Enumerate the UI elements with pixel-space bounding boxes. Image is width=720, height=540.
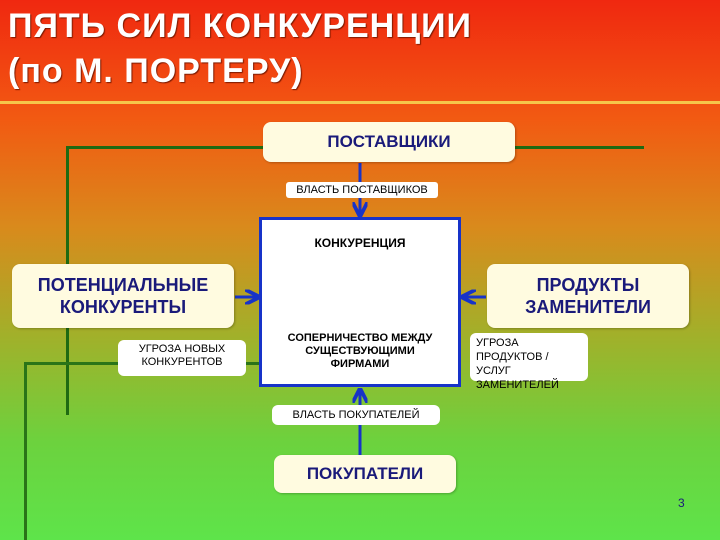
decorative-frame-left xyxy=(24,362,27,540)
center-desc-line2: СУЩЕСТВУЮЩИМИ xyxy=(305,345,415,357)
node-potential-competitors: ПОТЕНЦИАЛЬНЫЕ КОНКУРЕНТЫ xyxy=(12,264,234,328)
substitute-threat-line1: УГРОЗА xyxy=(476,337,519,349)
edge-label-buyer-power: ВЛАСТЬ ПОКУПАТЕЛЕЙ xyxy=(272,405,440,425)
title-divider xyxy=(0,101,720,104)
node-suppliers-label: ПОСТАВЩИКИ xyxy=(327,132,451,151)
substitute-threat-line2: ПРОДУКТОВ / УСЛУГ xyxy=(476,351,549,377)
center-desc-line3: ФИРМАМИ xyxy=(330,358,390,370)
node-substitutes: ПРОДУКТЫ ЗАМЕНИТЕЛИ xyxy=(487,264,689,328)
substitutes-line1: ПРОДУКТЫ xyxy=(536,275,640,295)
new-entrants-line2: КОНКУРЕНТОВ xyxy=(141,356,223,368)
edge-label-new-entrants: УГРОЗА НОВЫХ КОНКУРЕНТОВ xyxy=(118,340,246,376)
substitute-threat-line3: ЗАМЕНИТЕЛЕЙ xyxy=(476,379,559,391)
edge-label-substitute-threat: УГРОЗА ПРОДУКТОВ / УСЛУГ ЗАМЕНИТЕЛЕЙ xyxy=(470,333,588,391)
edge-label-supplier-power: ВЛАСТЬ ПОСТАВЩИКОВ xyxy=(286,182,438,198)
potential-line2: КОНКУРЕНТЫ xyxy=(59,297,187,317)
node-buyers-label: ПОКУПАТЕЛИ xyxy=(306,464,424,483)
potential-line1: ПОТЕНЦИАЛЬНЫЕ xyxy=(37,275,209,295)
center-title: КОНКУРЕНЦИЯ xyxy=(314,236,406,250)
page-number: 3 xyxy=(678,496,685,510)
node-buyers: ПОКУПАТЕЛИ xyxy=(274,455,456,493)
center-desc-line1: СОПЕРНИЧЕСТВО МЕЖДУ xyxy=(287,332,433,344)
supplier-power-text: ВЛАСТЬ ПОСТАВЩИКОВ xyxy=(296,184,428,196)
node-suppliers: ПОСТАВЩИКИ xyxy=(263,122,515,162)
slide-title-line1: ПЯТЬ СИЛ КОНКУРЕНЦИИ xyxy=(8,7,472,45)
center-rivalry-box: КОНКУРЕНЦИЯ СОПЕРНИЧЕСТВО МЕЖДУ СУЩЕСТВУ… xyxy=(259,217,461,387)
substitutes-line2: ЗАМЕНИТЕЛИ xyxy=(525,297,651,317)
slide-title-line2: (по М. ПОРТЕРУ) xyxy=(8,52,304,90)
new-entrants-line1: УГРОЗА НОВЫХ xyxy=(138,343,226,355)
center-description: СОПЕРНИЧЕСТВО МЕЖДУ СУЩЕСТВУЮЩИМИ ФИРМАМ… xyxy=(262,332,458,371)
slide-title: ПЯТЬ СИЛ КОНКУРЕНЦИИ (по М. ПОРТЕРУ) xyxy=(8,4,708,94)
buyer-power-text: ВЛАСТЬ ПОКУПАТЕЛЕЙ xyxy=(292,409,420,421)
